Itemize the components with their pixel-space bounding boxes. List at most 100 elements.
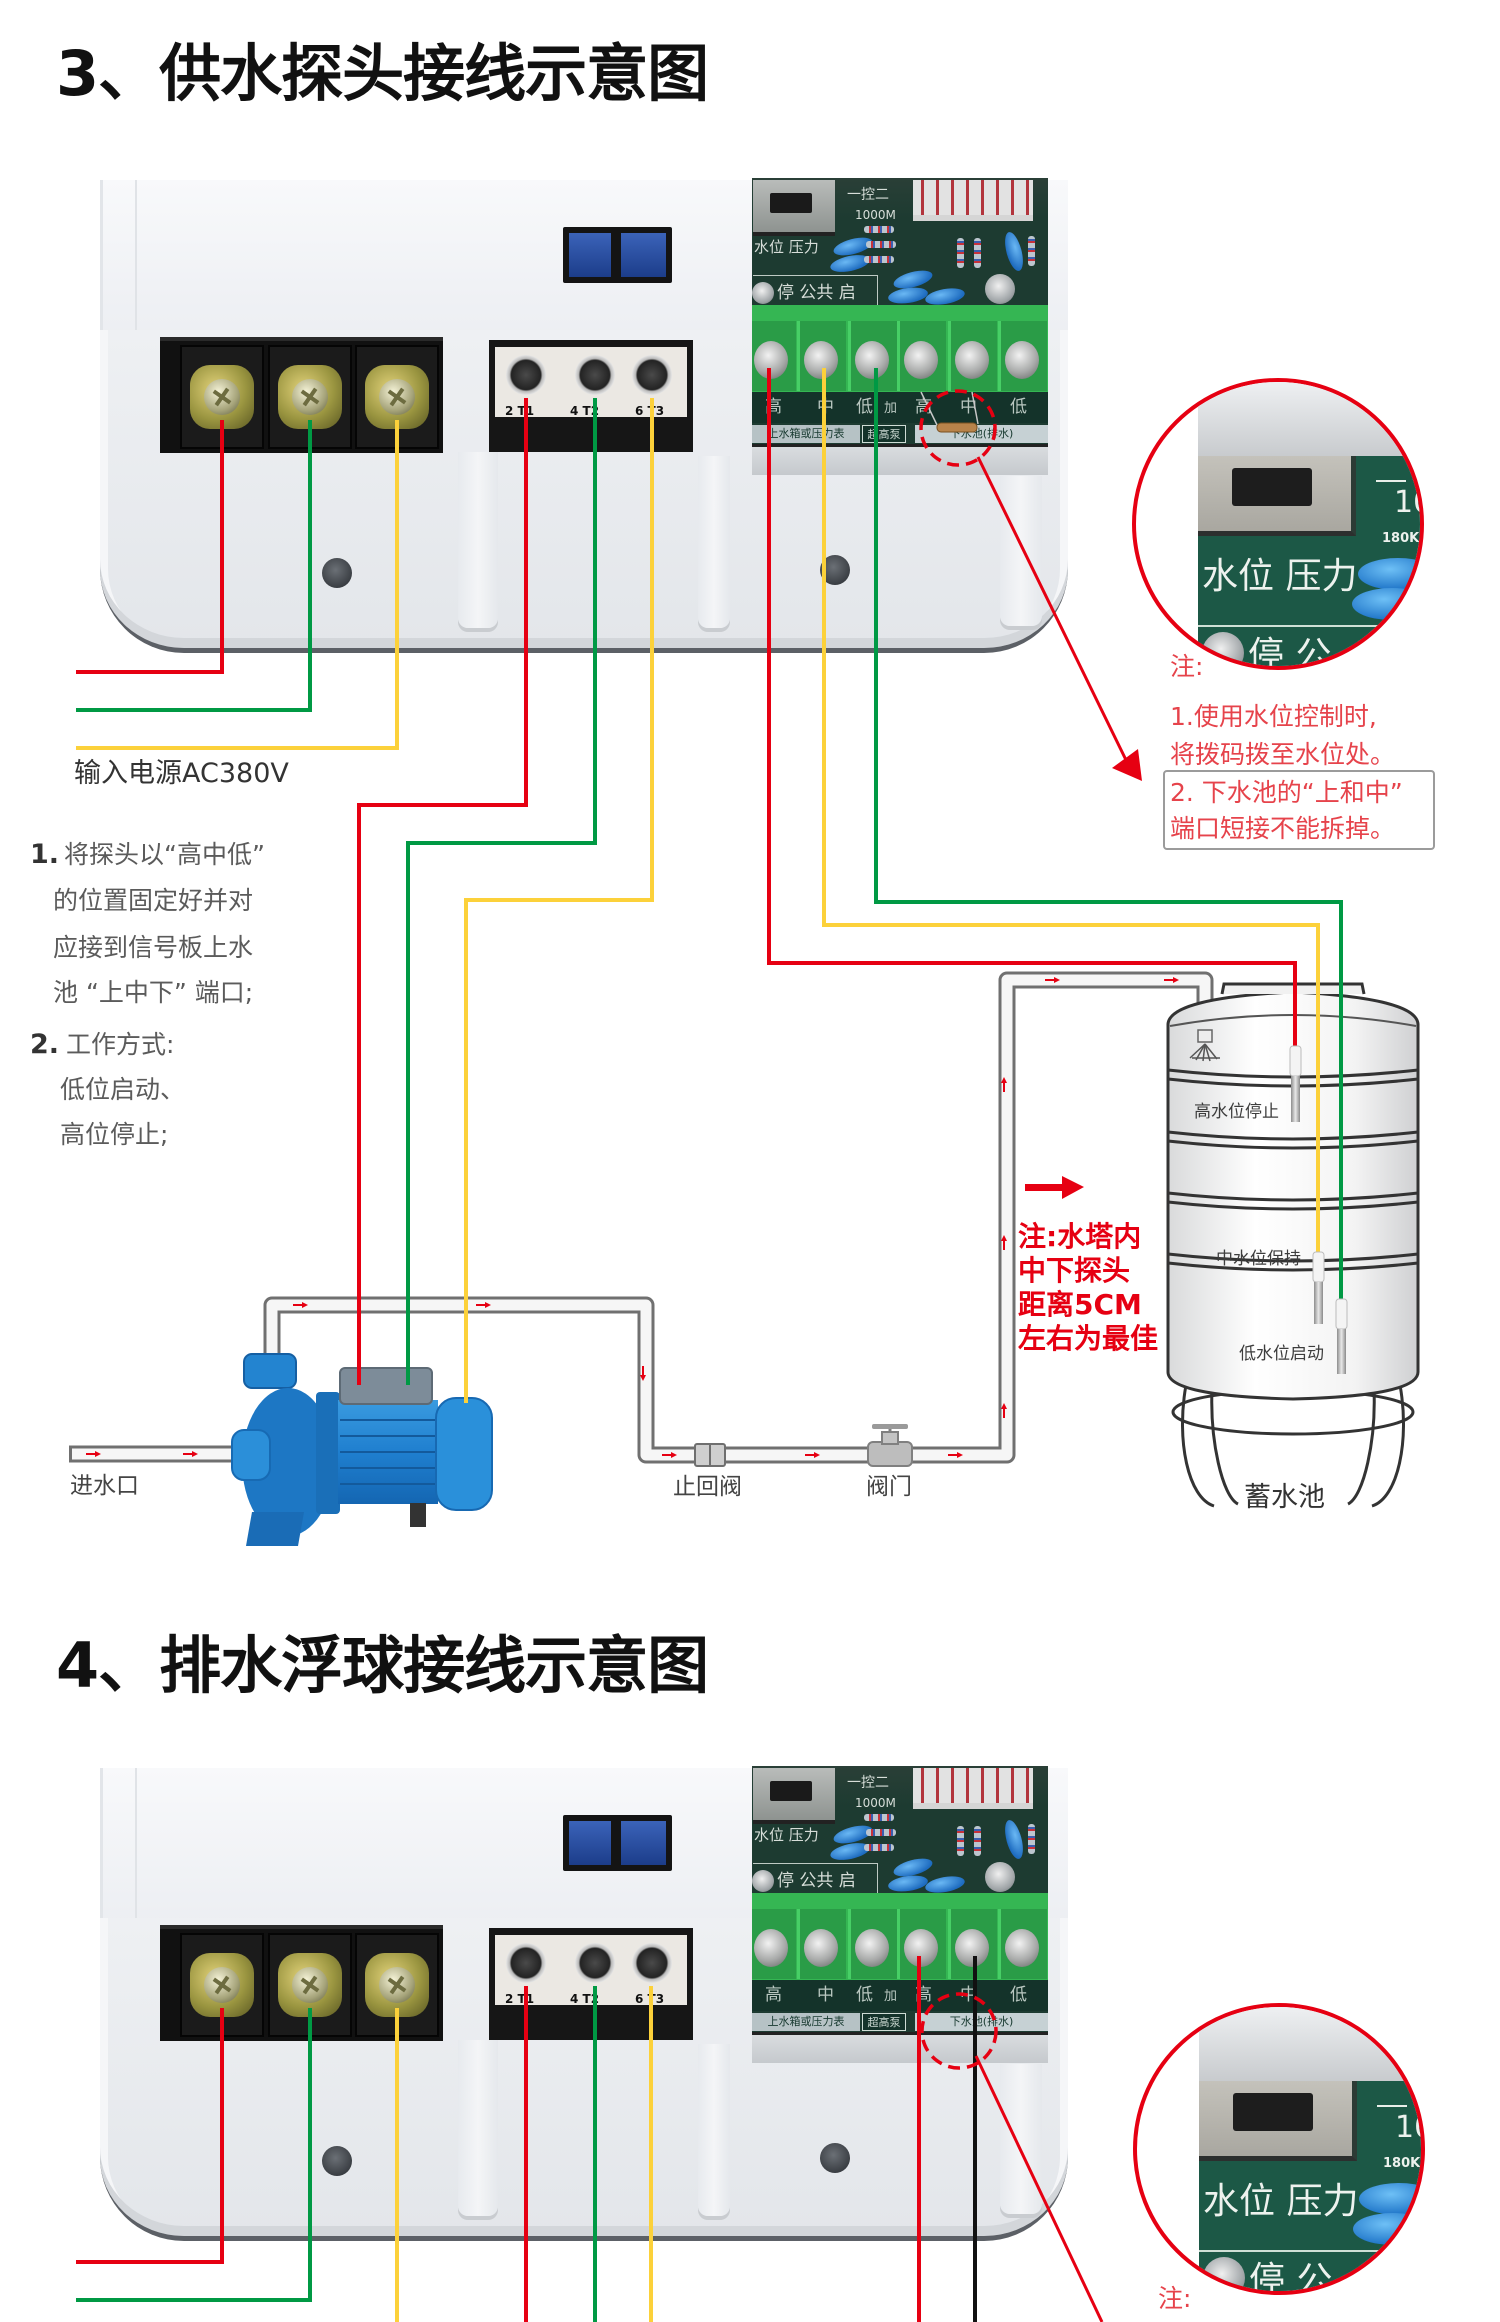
dip-switch-zoom-inset: 10 180K 水位 压力 停 公 — [1132, 378, 1424, 670]
mode-dip-switch — [753, 1768, 835, 1824]
resistor-icon — [974, 238, 981, 268]
note-line: 2. 下水池的“上和中” — [1170, 778, 1403, 807]
capacitor-icon — [1353, 2213, 1421, 2245]
terminal-label: 加 — [884, 401, 898, 416]
signal-terminal — [897, 321, 946, 391]
screw-icon — [1005, 341, 1039, 379]
pump-base-foot — [246, 1512, 304, 1546]
capacitor-icon — [1359, 2183, 1421, 2215]
motor-terminal-box — [339, 1367, 433, 1405]
contactor-terminals: 2 T1 4 T2 6 T3 — [489, 1928, 693, 2040]
signal-terminal — [797, 321, 846, 391]
tank-note-arrow-icon — [1025, 1176, 1084, 1199]
probe-high — [1289, 1045, 1302, 1122]
inset-value-label: 10 — [1394, 485, 1420, 520]
power-input-wire-green — [76, 420, 312, 712]
note-heading: 注: — [1158, 2284, 1192, 2313]
inset-switch-slider — [1233, 2093, 1313, 2131]
inset-dip-switch — [1199, 2081, 1357, 2161]
signal-terminal — [897, 1909, 946, 1979]
section-3-wires — [76, 368, 1343, 1403]
water-level-probes — [1289, 1045, 1348, 1374]
flow-arrow-right-icon — [662, 1452, 677, 1458]
signal-terminal — [998, 321, 1047, 391]
resistor-icon — [866, 241, 896, 248]
inset-silk-line — [1199, 2250, 1421, 2252]
screw-icon — [632, 1943, 672, 1983]
housing-rib — [1000, 2064, 1042, 2214]
note-warning-box: 2. 下水池的“上和中” 端口短接不能拆掉。 — [1163, 770, 1435, 850]
terminal-jumper-resistor — [920, 391, 979, 433]
switch-slider — [770, 1781, 812, 1801]
water-pump — [231, 1353, 493, 1546]
housing-rib — [458, 452, 498, 628]
contactor-terminal-label: 4 T2 — [570, 1992, 600, 2006]
instruction-line: 低位启动、 — [60, 1075, 186, 1104]
capacitor-icon — [1358, 558, 1420, 590]
probe-wire-mid-yellow — [822, 368, 1320, 1254]
inset-silk-line — [1376, 480, 1406, 482]
inset-partial-labels: 停 公 — [1249, 2260, 1333, 2295]
signal-terminal — [752, 321, 796, 391]
pump-controller-unit: 2 T1 4 T2 6 T3 一控二 1000M 水位 压力 停 公共 启 — [100, 1766, 1068, 2241]
inset-housing — [1199, 2007, 1421, 2083]
gate-valve-bonnet — [881, 1431, 899, 1445]
instruction-line: 池 “上中下” 端口; — [53, 978, 254, 1007]
note-line: 1.使用水位控制时, — [1170, 702, 1377, 731]
tank-name-label: 蓄水池 — [1244, 1482, 1325, 1513]
screw-icon — [955, 341, 989, 379]
terminal-plate — [365, 365, 429, 429]
screw-icon — [204, 1967, 240, 2003]
signal-terminal-strip — [752, 1893, 1048, 1981]
switch-ratio-label: 一控二 — [847, 187, 889, 203]
highlight-dashed-circle — [920, 1992, 998, 2070]
tank-leg — [1347, 1389, 1376, 1506]
gate-valve-label: 阀门 — [866, 1474, 912, 1500]
instruction-line: 的位置固定好并对 — [53, 886, 254, 915]
switch-ratio-label: 一控二 — [847, 1775, 889, 1791]
motor-fins — [340, 1419, 436, 1485]
switch-distance-label: 1000M — [855, 208, 896, 222]
terminal-label-row: 高 中 低 加 高 中 低 — [752, 1980, 1048, 2011]
inset-value-label: 10 — [1395, 2110, 1421, 2145]
inset-mode-labels: 水位 压力 — [1202, 556, 1358, 597]
highlight-dashed-circle — [919, 389, 997, 467]
power-input-wire-red — [76, 2008, 224, 2264]
inset-switch-slider — [1232, 468, 1312, 506]
screw-icon — [804, 341, 838, 379]
power-terminal-block — [160, 1925, 443, 2041]
inset-silk-line — [1377, 2105, 1407, 2107]
inset-housing — [1198, 382, 1420, 458]
signal-terminal — [998, 1909, 1047, 1979]
terminal-label: 低 — [1010, 1985, 1027, 2005]
terminal-label: 中 — [960, 1985, 977, 2005]
pump-volute — [242, 1388, 334, 1536]
inset-resistor-label: 180K — [1382, 531, 1420, 546]
pump-inlet-port — [231, 1429, 271, 1481]
signal-terminal — [797, 1909, 846, 1979]
screw-icon — [1203, 2257, 1245, 2291]
inset-board — [1354, 456, 1420, 540]
note-line: 中下探头 — [1018, 1254, 1131, 1287]
contactor-terminal-label: 4 T2 — [570, 404, 600, 418]
gate-valve-body — [867, 1441, 913, 1467]
power-input-wire-red — [76, 420, 224, 674]
housing-rib — [698, 2044, 730, 2216]
resistor-icon — [864, 256, 894, 263]
check-valve-label: 止回阀 — [673, 1474, 742, 1500]
motor-foot — [410, 1503, 426, 1527]
screw-icon — [752, 1870, 774, 1892]
instruction-line: 将探头以“高中低” — [64, 840, 265, 869]
terminal-label: 高 — [765, 1985, 782, 2005]
signal-terminal — [948, 1909, 997, 1979]
signal-terminal — [752, 1909, 796, 1979]
low-probe-label: 低水位启动 — [1239, 1344, 1324, 1364]
power-input-wire-green — [76, 2008, 312, 2302]
motor-end-cap — [435, 1397, 493, 1511]
callout-arrowhead-icon — [1112, 749, 1142, 781]
instruction-line: 高位停止; — [60, 1120, 169, 1149]
tank-body — [1166, 990, 1420, 1401]
screw-icon — [752, 282, 774, 304]
terminal-label: 低 — [856, 1985, 873, 2005]
